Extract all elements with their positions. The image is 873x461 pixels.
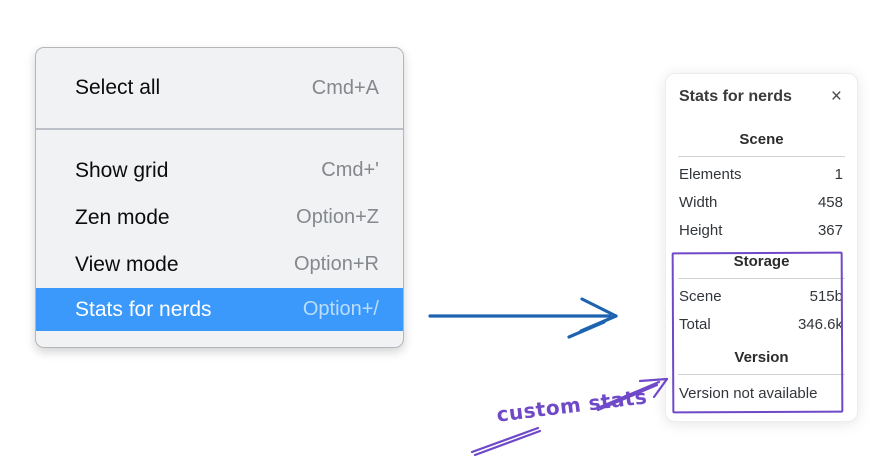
- menu-item-shortcut: Option+Z: [296, 206, 379, 228]
- stat-row-width: Width 458: [666, 188, 857, 216]
- menu-group-bottom: Show grid Cmd+' Zen mode Option+Z View m…: [36, 130, 403, 331]
- menu-divider: [36, 128, 403, 130]
- menu-item-shortcut: Cmd+A: [311, 76, 379, 99]
- stat-row-total-size: Total 346.6k: [666, 310, 857, 338]
- scene-rows: Elements 1 Width 458 Height 367: [666, 160, 857, 244]
- stats-panel-title: Stats for nerds: [679, 87, 792, 105]
- stat-row-elements: Elements 1: [666, 160, 857, 188]
- menu-item-show-grid[interactable]: Show grid Cmd+': [36, 147, 403, 194]
- stat-value: 515b: [809, 287, 843, 305]
- menu-item-zen-mode[interactable]: Zen mode Option+Z: [36, 194, 403, 241]
- section-heading-version: Version: [734, 349, 789, 366]
- stat-label: Total: [679, 315, 711, 333]
- menu-item-shortcut: Cmd+': [321, 159, 379, 181]
- menu-item-label: Show grid: [75, 158, 169, 182]
- stat-value: 346.6k: [797, 315, 843, 333]
- stat-label: Scene: [679, 287, 722, 305]
- menu-item-label: View mode: [75, 252, 179, 276]
- section-divider: [678, 278, 845, 279]
- stat-row-scene-size: Scene 515b: [666, 282, 857, 310]
- stat-row-height: Height 367: [666, 216, 857, 244]
- context-menu: Select all Cmd+A Show grid Cmd+' Zen mod…: [35, 47, 404, 348]
- stat-label: Height: [679, 221, 723, 239]
- menu-item-label: Stats for nerds: [75, 297, 212, 321]
- menu-item-stats-for-nerds[interactable]: Stats for nerds Option+/: [36, 288, 403, 331]
- menu-item-label: Select all: [75, 76, 161, 99]
- storage-rows: Scene 515b Total 346.6k: [666, 282, 857, 338]
- stat-value: 367: [817, 221, 843, 239]
- stats-panel: Stats for nerds × Scene Elements 1 Width…: [665, 73, 858, 422]
- menu-item-shortcut: Option+/: [302, 298, 379, 320]
- menu-item-shortcut: Option+R: [293, 253, 379, 275]
- close-icon[interactable]: ×: [830, 86, 842, 107]
- menu-item-label: Zen mode: [75, 205, 170, 229]
- stat-label: Width: [679, 193, 718, 211]
- menu-item-view-mode[interactable]: View mode Option+R: [36, 241, 403, 288]
- version-note: Version not available: [679, 384, 818, 402]
- section-divider: [678, 156, 845, 157]
- stat-label: Elements: [679, 165, 742, 183]
- section-heading-scene: Scene: [739, 131, 784, 148]
- pointer-arrow: [428, 297, 618, 339]
- stat-value: 458: [817, 193, 843, 211]
- annotation-label: custom stats: [495, 384, 649, 427]
- stats-panel-header: Stats for nerds ×: [666, 74, 857, 106]
- section-heading-storage: Storage: [733, 253, 790, 270]
- menu-item-select-all[interactable]: Select all Cmd+A: [36, 65, 403, 112]
- section-divider: [678, 374, 845, 375]
- menu-group-top: Select all Cmd+A: [36, 48, 403, 128]
- stat-value: 1: [834, 165, 843, 183]
